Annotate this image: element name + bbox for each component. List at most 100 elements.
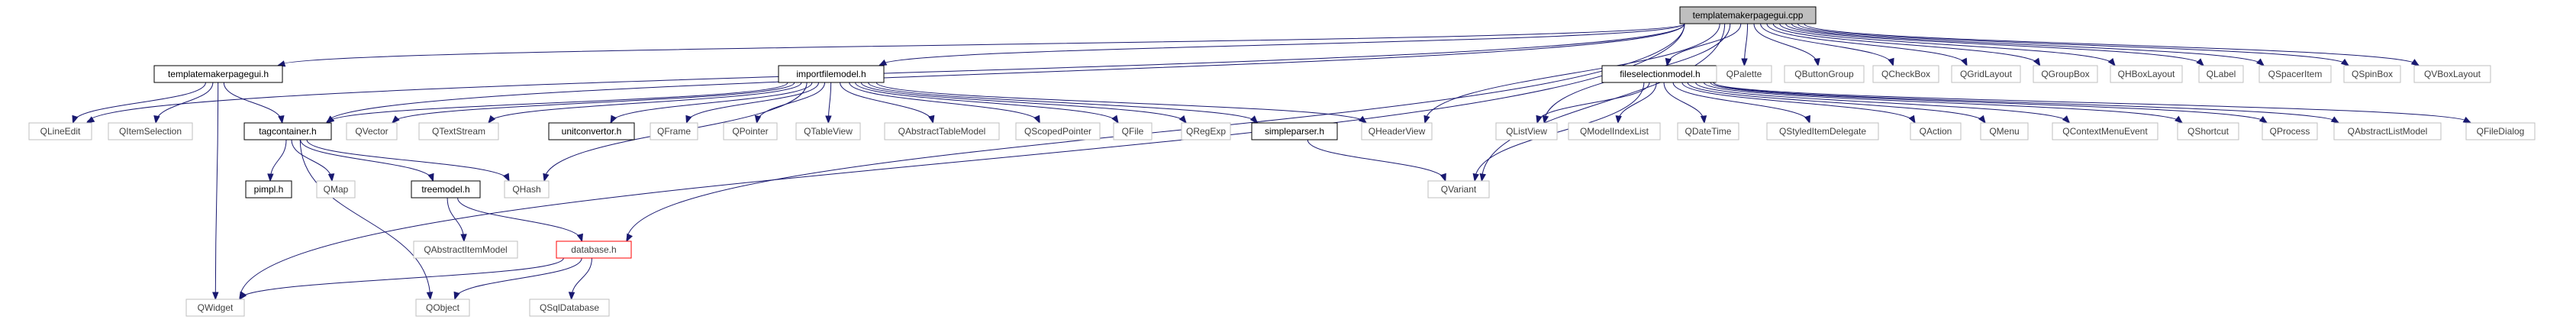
edge-line (300, 139, 434, 182)
node-label: treemodel.h (421, 184, 469, 195)
node-box (529, 299, 610, 317)
edge-arrowhead (2033, 57, 2041, 67)
edge-arrowhead (488, 115, 496, 124)
edge-arrowhead (503, 173, 510, 182)
node-tmpagegui_h[interactable]: templatemakerpagegui.h (153, 65, 283, 83)
edge-line (875, 82, 1367, 124)
edge-arrowhead (1033, 115, 1040, 124)
node-label: QLabel (2207, 69, 2236, 79)
edge-tmpagegui_h-to-QLineEdit (72, 82, 206, 124)
node-box (415, 299, 470, 317)
edge-tmpagegui_h-to-tagcontainer_h (223, 82, 285, 124)
node-label: QGridLayout (1960, 69, 2013, 79)
edge-arrowhead (153, 115, 160, 124)
node-label: QFile (1122, 126, 1144, 137)
node-box (1951, 65, 2021, 83)
edge-tagcontainer_h-to-QHash (306, 139, 510, 182)
edge-line (1710, 82, 2268, 124)
node-QDateTime: QDateTime (1677, 122, 1739, 140)
edge-line (86, 23, 1685, 124)
edge-line (1474, 82, 1645, 182)
node-QAction: QAction (1910, 122, 1962, 140)
node-label: QScopedPointer (1024, 126, 1091, 137)
edge-importfilemodel_h-to-QTableView (825, 82, 832, 124)
edge-fileselectionmodel_h-to-QDateTime (1663, 82, 1707, 124)
node-QModelIndexList: QModelIndexList (1568, 122, 1661, 140)
edge-arrowhead (2175, 115, 2184, 124)
node-QShortcut: QShortcut (2177, 122, 2239, 140)
edge-importfilemodel_h-to-QPointer (754, 82, 826, 124)
edge-importfilemodel_h-to-unitconvertor_h (610, 82, 813, 124)
node-box (1766, 122, 1879, 140)
node-label: QCheckBox (1881, 69, 1930, 79)
node-fileselectionmodel_h[interactable]: fileselectionmodel.h (1601, 65, 1719, 83)
node-QAbstractTableModel: QAbstractTableModel (884, 122, 1000, 140)
node-box (723, 122, 778, 140)
node-label: QVariant (1441, 184, 1477, 195)
node-QPointer: QPointer (723, 122, 778, 140)
edge-arrowhead (239, 291, 247, 301)
edge-line (1797, 23, 2349, 66)
node-box (2033, 65, 2098, 83)
node-label: QPalette (1726, 69, 1762, 79)
node-label: QPointer (732, 126, 768, 137)
edge-importfilemodel_h-to-QFile (855, 82, 1119, 124)
node-unitconvertor_h[interactable]: unitconvertor.h (548, 122, 635, 140)
edge-line (1791, 23, 2265, 66)
node-box (245, 180, 292, 199)
edge-root-to-QGroupBox (1772, 23, 2041, 67)
edge-importfilemodel_h-to-QScopedPointer (849, 82, 1040, 124)
node-box (243, 122, 332, 140)
node-pimpl_h[interactable]: pimpl.h (245, 180, 292, 199)
node-QVector: QVector (346, 122, 398, 140)
edge-arrowhead (1741, 58, 1748, 67)
edge-arrowhead (325, 115, 334, 124)
edge-root-to-QSpacerItem (1791, 23, 2265, 66)
node-label: QAction (1920, 126, 1952, 137)
edge-simpleparser_h-to-QVariant (1307, 139, 1446, 182)
edge-line (392, 82, 795, 124)
edge-arrowhead (85, 116, 95, 124)
node-label: QSpacerItem (2268, 69, 2323, 79)
node-box (2052, 122, 2158, 140)
edge-arrowhead (327, 173, 335, 182)
edge-treemodel_h-to-database_h (457, 197, 583, 243)
edge-line (860, 82, 1187, 124)
node-database_h[interactable]: database.h (556, 240, 632, 259)
node-root[interactable]: templatemakerpagegui.cpp (1679, 6, 1817, 24)
nodes-layer: templatemakerpagegui.cpp templatemakerpag… (28, 6, 2536, 317)
node-QSpacerItem: QSpacerItem (2258, 65, 2332, 83)
edge-line (306, 139, 510, 182)
edge-line (1760, 23, 1894, 66)
edge-arrowhead (426, 292, 434, 301)
edge-arrowhead (1358, 115, 1368, 124)
edge-fileselectionmodel_h-to-QProcess (1710, 82, 2268, 124)
edge-arrowhead (212, 292, 219, 301)
edge-line (1424, 23, 1720, 124)
node-box (795, 122, 861, 140)
edge-arrowhead (2256, 58, 2265, 66)
edge-database_h-to-QObject (453, 257, 582, 301)
node-tagcontainer_h[interactable]: tagcontainer.h (243, 122, 332, 140)
edge-arrowhead (543, 173, 550, 182)
node-QFrame: QFrame (650, 122, 698, 140)
edge-fileselectionmodel_h-to-QVariant (1472, 82, 1645, 182)
node-QVBoxLayout: QVBoxLayout (2413, 65, 2491, 83)
node-importfilemodel_h[interactable]: importfilemodel.h (778, 65, 885, 83)
node-label: QWidget (198, 302, 234, 313)
node-label: QGroupBox (2041, 69, 2089, 79)
edge-line (488, 82, 802, 124)
node-simpleparser_h[interactable]: simpleparser.h (1251, 122, 1338, 140)
node-label: QStyledItemDelegate (1779, 126, 1866, 137)
edge-importfilemodel_h-to-QFrame (685, 82, 820, 124)
node-box (1568, 122, 1661, 140)
edge-line (1713, 82, 2339, 124)
node-label: QSpinBox (2352, 69, 2393, 79)
edge-importfilemodel_h-to-QRegExp (860, 82, 1187, 124)
node-QLineEdit: QLineEdit (28, 122, 92, 140)
node-label: QObject (426, 302, 460, 313)
node-treemodel_h[interactable]: treemodel.h (411, 180, 481, 199)
edge-importfilemodel_h-to-simpleparser_h (868, 82, 1259, 124)
node-box (1872, 65, 1939, 83)
